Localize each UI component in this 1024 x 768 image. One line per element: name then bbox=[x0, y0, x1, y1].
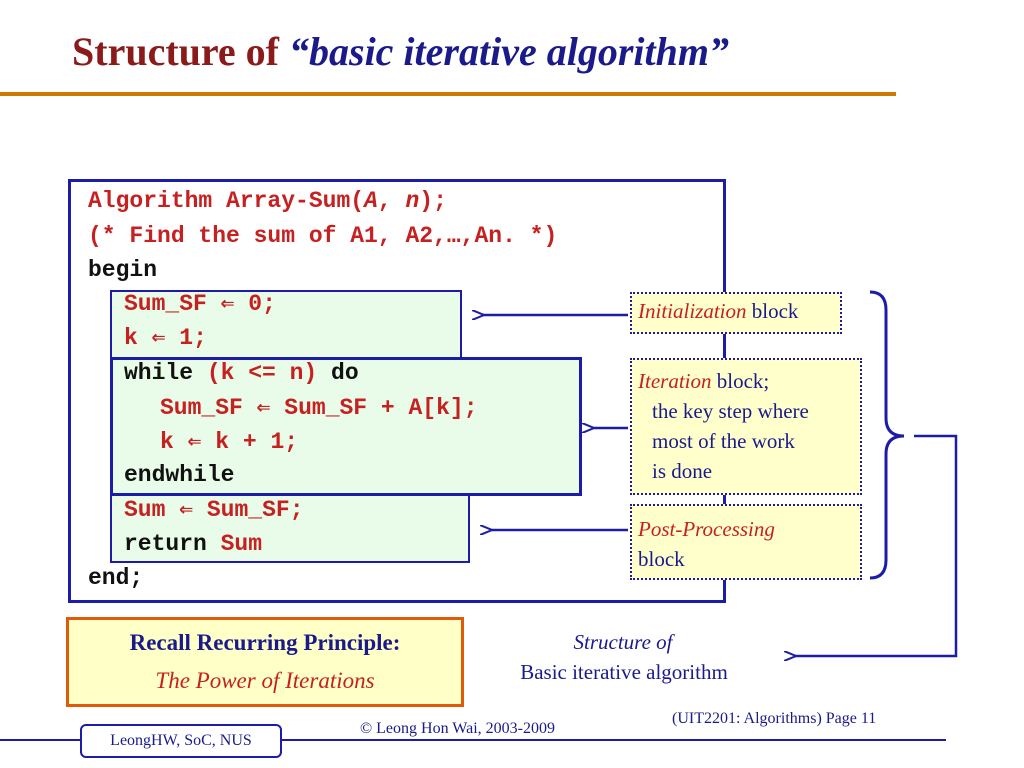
code-init-line-1: Sum_SF ⇐ 0; bbox=[124, 291, 276, 317]
recall-title: Recall Recurring Principle: bbox=[129, 630, 401, 655]
post-processing-callout: Post-Processing block bbox=[630, 504, 862, 580]
recall-subtitle: The Power of Iterations bbox=[155, 668, 375, 693]
code-init-line-2: k ⇐ 1; bbox=[124, 325, 207, 351]
right-brace bbox=[869, 290, 905, 580]
structure-caption-line1: Structure of bbox=[573, 630, 673, 654]
code-loop-line-1: Sum_SF ⇐ Sum_SF + A[k]; bbox=[160, 395, 478, 421]
iteration-callout: Iteration block; the key step where most… bbox=[630, 358, 862, 495]
left-arrow-icon: ⇐ bbox=[179, 497, 194, 523]
structure-caption-line2: Basic iterative algorithm bbox=[520, 660, 728, 684]
page-title: Structure of “basic iterative algorithm” bbox=[72, 28, 729, 75]
initialization-callout: Initialization block bbox=[630, 292, 842, 334]
left-arrow-icon: ⇐ bbox=[220, 291, 235, 317]
left-arrow-icon: ⇐ bbox=[256, 395, 271, 421]
title-prefix: Structure of bbox=[72, 29, 289, 74]
title-italic: “basic iterative algorithm” bbox=[289, 29, 729, 74]
code-end: end; bbox=[88, 565, 144, 591]
footer-divider bbox=[0, 739, 946, 741]
code-while-line: while (k <= n) do bbox=[124, 360, 359, 386]
title-divider bbox=[0, 92, 896, 96]
code-begin: begin bbox=[88, 257, 158, 283]
iteration-block bbox=[110, 357, 582, 496]
left-arrow-icon: ⇐ bbox=[187, 429, 202, 455]
code-comment-line: (* Find the sum of A1, A2,…,An. *) bbox=[88, 223, 558, 249]
left-arrow-icon: ⇐ bbox=[151, 325, 166, 351]
code-post-line-1: Sum ⇐ Sum_SF; bbox=[124, 497, 304, 523]
code-return-line: return Sum bbox=[124, 531, 263, 557]
recall-principle-box: Recall Recurring Principle: The Power of… bbox=[66, 617, 464, 707]
footer-page-number: (UIT2201: Algorithms) Page 11 bbox=[672, 710, 877, 727]
brace-connector bbox=[794, 434, 958, 656]
footer-copyright: © Leong Hon Wai, 2003-2009 bbox=[360, 720, 555, 737]
code-endwhile: endwhile bbox=[124, 462, 235, 488]
footer-author-tab: LeongHW, SoC, NUS bbox=[80, 724, 282, 758]
code-header-line: Algorithm Array-Sum(A, n); bbox=[88, 188, 447, 214]
initialization-block bbox=[110, 290, 462, 360]
code-loop-line-2: k ⇐ k + 1; bbox=[160, 429, 299, 455]
